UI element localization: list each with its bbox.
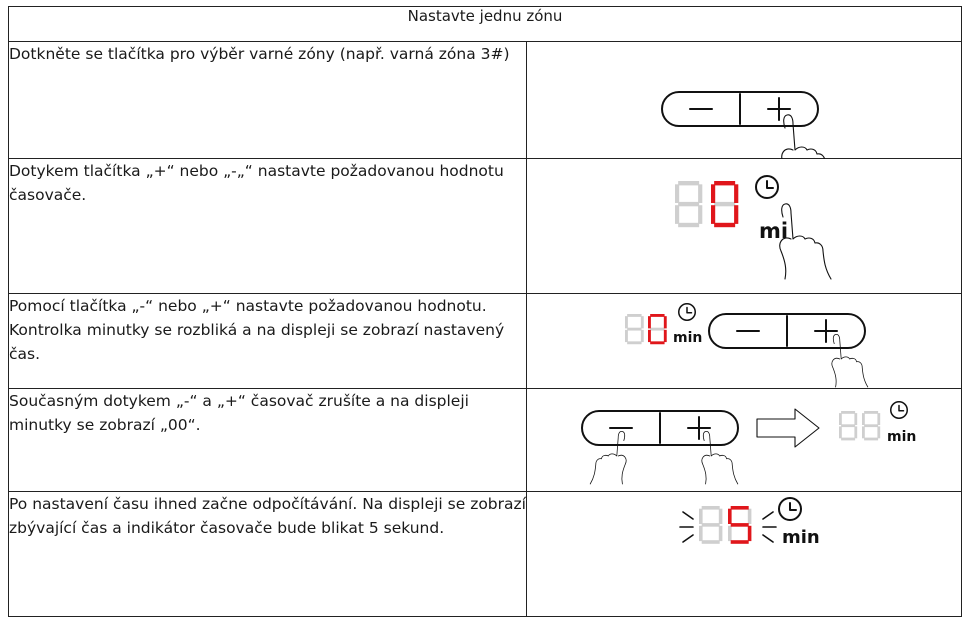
pointing-hand-icon <box>831 334 869 388</box>
min-label: mi <box>759 219 788 243</box>
step-5-figure: min <box>525 491 963 617</box>
clock-icon <box>755 175 779 199</box>
cancel-timer-illustration: min <box>581 401 916 485</box>
table-row: Dotykem tlačítka „+“ nebo „-„“ nastavte … <box>8 158 963 294</box>
timer-digit-ones <box>648 314 667 345</box>
clock-icon <box>678 303 696 321</box>
step-4-figure: min <box>525 388 963 492</box>
timer-instruction-table: Nastavte jednu zónu Dotkněte se tlačítka… <box>7 6 963 617</box>
min-label: min <box>673 330 702 346</box>
table-row: Současným dotykem „-“ a „+“ časovač zruš… <box>8 388 963 492</box>
minus-plus-control <box>708 313 866 349</box>
table-title: Nastavte jednu zónu <box>7 6 963 42</box>
adjust-value-illustration: min <box>625 303 869 388</box>
table-row: Po nastavení času ihned začne odpočítává… <box>8 491 963 617</box>
timer-digit-tens <box>699 506 723 544</box>
timer-digit-ones <box>728 506 752 544</box>
step-2-figure: mi <box>525 158 963 294</box>
timer-digit-tens <box>625 314 644 345</box>
clock-icon <box>778 497 802 521</box>
left-hand-icon <box>589 431 627 485</box>
minus-plus-control <box>661 91 819 127</box>
table-row: Dotkněte se tlačítka pro výběr varné zón… <box>8 41 963 159</box>
minus-plus-control <box>581 410 739 446</box>
clock-icon <box>890 401 908 419</box>
step-1-text: Dotkněte se tlačítka pro výběr varné zón… <box>8 41 527 159</box>
blink-rays-right <box>762 511 777 543</box>
right-arrow-icon <box>756 408 820 448</box>
min-label: min <box>782 527 820 548</box>
pointing-hand-icon <box>781 114 834 159</box>
blink-rays-left <box>679 511 694 543</box>
step-5-text: Po nastavení času ihned začne odpočítává… <box>8 491 527 617</box>
countdown-illustration: min <box>679 497 820 548</box>
min-label: min <box>887 429 916 445</box>
timer-digit-tens <box>675 181 703 228</box>
step-4-text: Současným dotykem „-“ a „+“ časovač zruš… <box>8 388 527 492</box>
step-3-figure: min <box>525 293 963 389</box>
table-row: Pomocí tlačítka „-“ nebo „+“ nastavte po… <box>8 293 963 389</box>
timer-digit-ones <box>862 411 881 441</box>
table-header-row: Nastavte jednu zónu <box>7 6 963 42</box>
zone-select-illustration <box>661 91 834 159</box>
timer-digit-tens <box>839 411 858 441</box>
step-2-text: Dotykem tlačítka „+“ nebo „-„“ nastavte … <box>8 158 527 294</box>
step-1-figure <box>525 41 963 159</box>
step-3-text: Pomocí tlačítka „-“ nebo „+“ nastavte po… <box>8 293 527 389</box>
timer-digit-ones <box>711 181 739 228</box>
timer-value-illustration: mi <box>675 175 832 280</box>
